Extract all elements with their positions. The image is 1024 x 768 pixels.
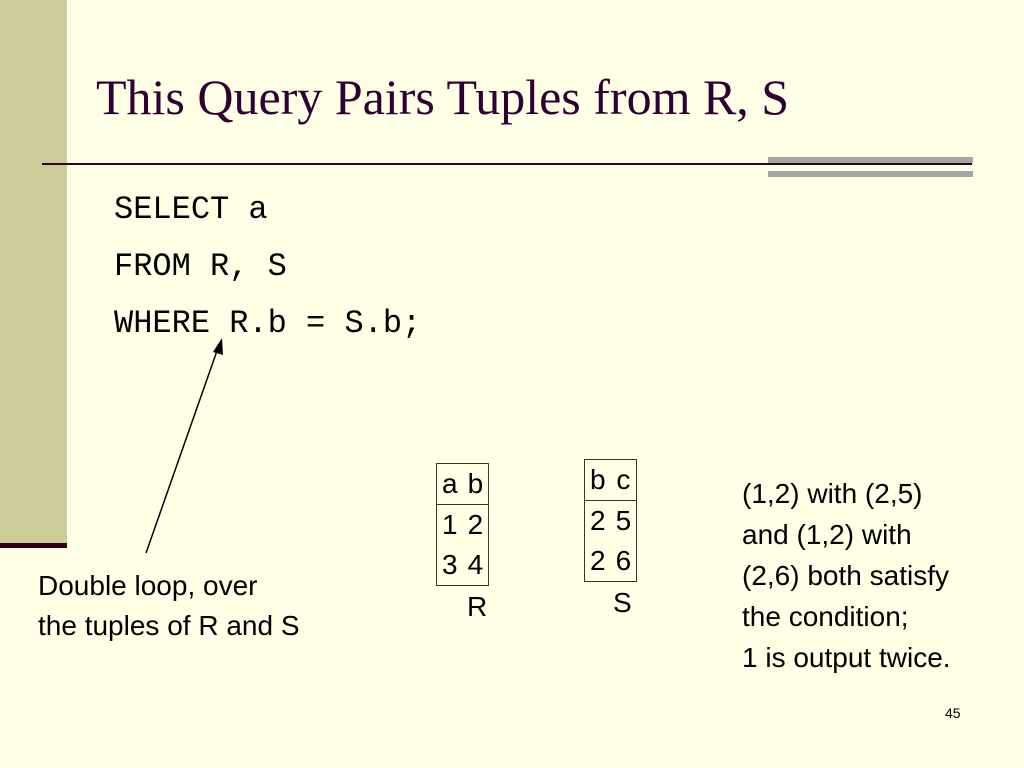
accent-bar-bottom — [768, 171, 973, 177]
header-cell: c — [610, 459, 637, 501]
table-row: 3 4 — [437, 545, 489, 586]
table-row: 2 5 — [585, 501, 637, 542]
table-cell: 3 — [442, 549, 458, 580]
table-row: 2 6 — [585, 541, 637, 582]
header-cell: b — [462, 463, 489, 505]
table-header-row: a b — [436, 463, 489, 505]
relation-r-label: R — [467, 591, 488, 622]
title-divider — [42, 163, 972, 165]
relation-r-table: a b 1 2 3 4 — [436, 463, 490, 586]
note-line: the tuples of R and S — [38, 610, 300, 641]
output-explanation-note: (1,2) with (2,5) and (1,2) with (2,6) bo… — [742, 473, 951, 678]
note-line: the condition; — [742, 601, 909, 632]
slide-title: This Query Pairs Tuples from R, S — [96, 69, 790, 125]
table-cell: 2 — [467, 509, 484, 540]
note-line: Double loop, over — [38, 570, 258, 601]
table-row: 1 2 — [437, 505, 489, 546]
sql-select-line: SELECT a — [114, 191, 268, 228]
arrow-line — [145, 347, 219, 554]
title-accent-bars — [768, 157, 973, 179]
slide-number: 45 — [945, 705, 961, 721]
note-line: and (1,2) with — [742, 519, 912, 550]
sql-where-line: WHERE R.b = S.b; — [114, 305, 422, 342]
double-loop-note: Double loop, over the tuples of R and S — [38, 566, 300, 646]
table-cell: 1 — [442, 509, 458, 540]
header-cell: a — [436, 463, 463, 505]
accent-bar-top — [768, 157, 973, 163]
table-header-row: b c — [584, 459, 637, 501]
relation-s-table: b c 2 5 2 6 — [584, 459, 638, 582]
left-band-rule — [0, 543, 67, 548]
table-cell: 5 — [615, 505, 632, 536]
sql-from-line: FROM R, S — [114, 248, 287, 285]
left-decorative-band — [0, 0, 67, 546]
table-cell: 4 — [467, 549, 484, 580]
table-cell: 2 — [590, 505, 606, 536]
header-cell: b — [584, 459, 611, 501]
table-cell: 2 — [590, 545, 606, 576]
note-line: 1 is output twice. — [742, 642, 951, 673]
note-line: (1,2) with (2,5) — [742, 478, 923, 509]
table-cell: 6 — [615, 545, 632, 576]
note-line: (2,6) both satisfy — [742, 560, 949, 591]
relation-s-label: S — [613, 587, 632, 618]
